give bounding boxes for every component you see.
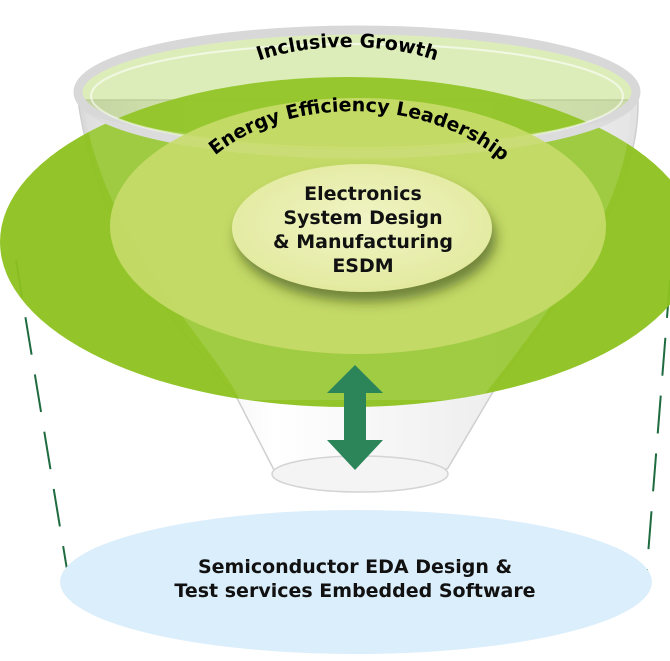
core-line: Electronics	[304, 183, 422, 205]
core-label: Electronics System Design & Manufacturin…	[234, 182, 492, 278]
core-line: ESDM	[332, 255, 394, 277]
core-line: System Design	[283, 207, 443, 229]
base-line: Test services Embedded Software	[174, 580, 536, 602]
base-label: Semiconductor EDA Design & Test services…	[60, 555, 650, 603]
right-dashed-connector	[645, 279, 670, 581]
bidirectional-arrow-icon	[327, 365, 383, 470]
base-ellipse	[60, 510, 652, 654]
core-ellipse	[232, 164, 492, 292]
base-line: Semiconductor EDA Design &	[197, 556, 513, 578]
core-line: & Manufacturing	[273, 231, 453, 253]
